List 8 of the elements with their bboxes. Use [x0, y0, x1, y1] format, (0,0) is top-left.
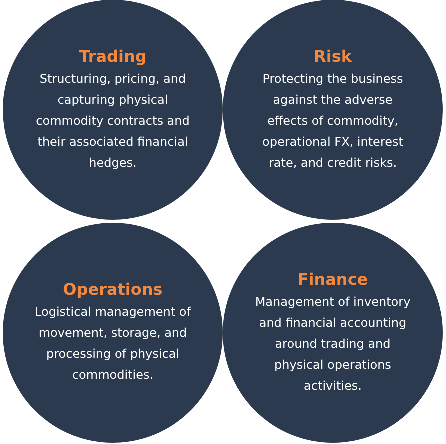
card-description: Management of inventory and financial accounting around trading and physical operations activities. — [254, 294, 412, 394]
card-title: Finance — [298, 270, 368, 288]
card-description: Structuring, pricing, and capturing physical commodity contracts and their associated financial hedges. — [35, 70, 191, 172]
card-title: Trading — [79, 46, 147, 66]
card-title: Risk — [314, 46, 352, 66]
card-title: Operations — [63, 280, 163, 299]
card-description: Protecting the business against the adverse effects of commodity, operational FX, interest rate, and credit risks. — [262, 70, 404, 172]
card-description: Logistical management of movement, storage, and processing of physical commodities. — [34, 304, 192, 384]
